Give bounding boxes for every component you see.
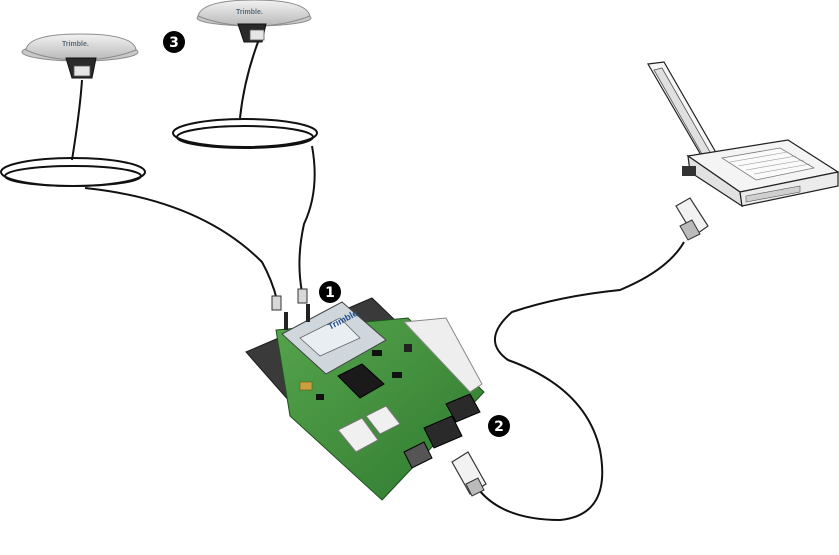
antenna-cable-center xyxy=(172,41,318,293)
antenna-brand-label: Trimble. xyxy=(62,41,89,48)
gnss-antenna-icon xyxy=(21,33,139,79)
callout-antennas: 3 xyxy=(163,31,185,53)
receiver-board-icon: Trimble xyxy=(245,297,485,501)
laptop-icon xyxy=(647,61,839,208)
antenna-left: Trimble. xyxy=(21,33,139,79)
serial-cable xyxy=(475,241,685,522)
db9-connector-icon xyxy=(451,451,487,497)
callout-antennas-number: 3 xyxy=(169,35,179,51)
callout-receiver-board: 1 xyxy=(319,281,341,303)
antenna-cable-left xyxy=(0,79,278,301)
antenna-brand-label: Trimble. xyxy=(236,9,263,16)
db9-connector-icon xyxy=(675,197,709,241)
coax-connector-center xyxy=(297,288,308,304)
gnss-antenna-icon xyxy=(196,0,312,43)
callout-serial-cable: 2 xyxy=(488,415,510,437)
callout-serial-cable-number: 2 xyxy=(494,419,504,435)
coax-connector-left xyxy=(271,295,282,311)
callout-receiver-board-number: 1 xyxy=(325,285,335,301)
antenna-center: Trimble. xyxy=(196,0,312,43)
